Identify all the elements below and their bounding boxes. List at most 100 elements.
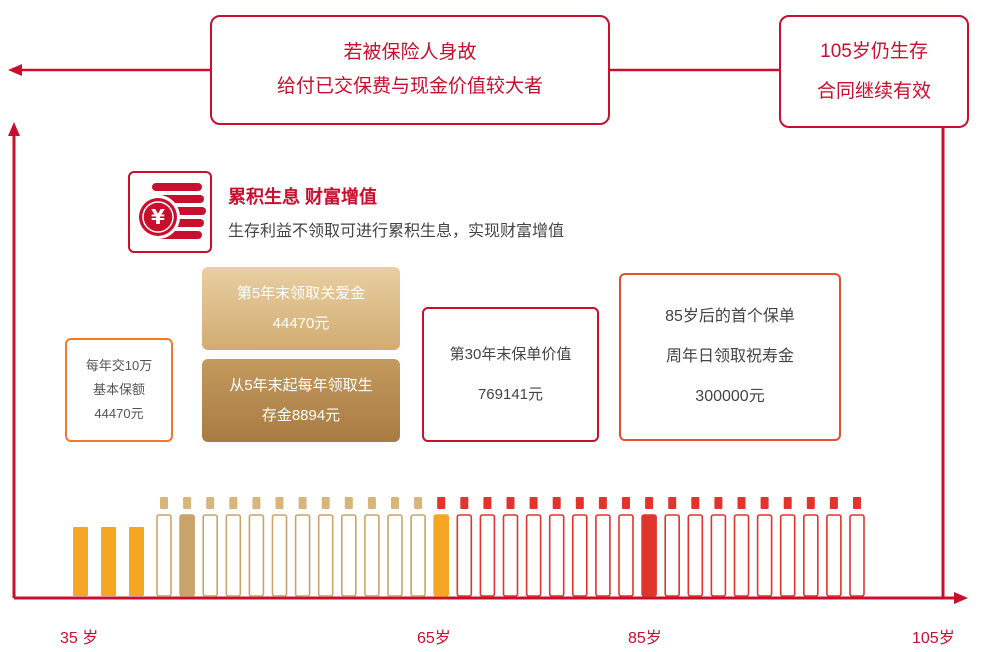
age-65-label: 65岁 xyxy=(417,630,451,647)
year-bar-15 xyxy=(479,514,496,597)
coin-top-icon xyxy=(229,497,238,509)
policy-value-line2: 769141元 xyxy=(477,385,544,403)
coin-top-icon xyxy=(575,497,584,509)
year-bar-1 xyxy=(156,514,172,597)
survival-fund-box: 从5年末起每年领取生 存金8894元 xyxy=(202,359,400,442)
policy-value-line1: 第30年末保单价值 xyxy=(449,345,572,363)
year-bar-8 xyxy=(317,514,334,597)
coin-top-icon xyxy=(829,497,838,509)
death-benefit-line2: 给付已交保费与现金价值较大者 xyxy=(276,76,543,97)
premium-box: 每年交10万 基本保额 44470元 xyxy=(65,338,173,442)
coin-top-icon xyxy=(714,497,723,509)
longevity-box: 85岁后的首个保单 周年日领取祝寿金 300000元 xyxy=(619,273,841,441)
longevity-line3: 300000元 xyxy=(695,388,765,405)
death-benefit-line1: 若被保险人身故 xyxy=(343,42,477,63)
premium-line1: 每年交10万 xyxy=(85,358,153,373)
age-105-label: 105岁 xyxy=(912,630,955,647)
coin-top-icon xyxy=(298,497,307,509)
coin-top-icon xyxy=(806,497,815,509)
coin-top-icon xyxy=(622,497,630,509)
longevity-line2: 周年日领取祝寿金 xyxy=(665,348,794,365)
survival-line2: 合同继续有效 xyxy=(816,80,931,102)
coin-top-icon xyxy=(414,497,423,509)
year-bar-28 xyxy=(779,514,796,597)
coin-top-icon xyxy=(853,497,861,509)
year-bar-25 xyxy=(710,514,727,597)
death-benefit-box: 若被保险人身故 给付已交保费与现金价值较大者 xyxy=(210,15,610,125)
year-bar-18 xyxy=(548,514,565,597)
year-bar-4 xyxy=(225,514,242,597)
coin-top-icon xyxy=(506,497,515,509)
premium-bar-3 xyxy=(129,527,144,596)
care-fund-line1: 第5年末领取关爱金 xyxy=(236,284,366,302)
coin-top-icon xyxy=(645,497,654,509)
coin-top-icon xyxy=(668,497,677,509)
coin-top-icon xyxy=(321,497,330,509)
year-bar-2 xyxy=(179,514,195,597)
coin-top-icon xyxy=(252,497,261,509)
year-bar-13 xyxy=(433,514,450,597)
year-bar-7 xyxy=(294,514,311,597)
year-bar-16 xyxy=(502,514,519,597)
year-bar-31 xyxy=(849,514,865,597)
coin-top-icon xyxy=(460,497,469,509)
year-bar-27 xyxy=(756,514,773,597)
coin-top-icon xyxy=(275,497,284,509)
coin-top-icon xyxy=(691,497,700,509)
year-bar-22 xyxy=(641,514,657,597)
year-bar-5 xyxy=(248,514,265,597)
year-bar-10 xyxy=(364,514,380,597)
premium-bar-2 xyxy=(101,527,116,596)
year-bar-20 xyxy=(595,514,611,597)
year-bar-29 xyxy=(802,514,819,597)
care-fund-line2: 44470元 xyxy=(272,314,330,332)
coin-top-icon xyxy=(552,497,561,509)
premium-bar-1 xyxy=(73,527,88,596)
policy-value-box: 第30年末保单价值 769141元 xyxy=(422,307,599,442)
survival-fund-line2: 存金8894元 xyxy=(261,406,341,424)
care-fund-box: 第5年末领取关爱金 44470元 xyxy=(202,267,400,350)
coin-top-icon xyxy=(391,497,399,509)
feature-subtitle: 生存利益不领取可进行累积生息，实现财富增值 xyxy=(228,223,565,240)
year-bar-23 xyxy=(664,514,681,597)
feature-title: 累积生息 财富增值 xyxy=(228,187,378,207)
survival-line1: 105岁仍生存 xyxy=(820,40,928,62)
coin-top-icon xyxy=(160,497,168,509)
year-bar-21 xyxy=(618,514,634,597)
year-bar-26 xyxy=(733,514,750,597)
year-bar-24 xyxy=(687,514,704,597)
y-axis-arrow xyxy=(8,122,20,136)
year-bar-11 xyxy=(387,514,403,597)
svg-text:¥: ¥ xyxy=(151,205,165,229)
premium-line2: 基本保额 xyxy=(92,382,145,397)
coin-top-icon xyxy=(760,497,769,509)
coin-top-icon xyxy=(783,497,792,509)
year-bar-9 xyxy=(340,514,357,597)
age-35-label: 35 岁 xyxy=(60,630,99,647)
coin-stack-yen-icon: ¥ xyxy=(128,171,212,253)
coin-top-icon xyxy=(598,497,607,509)
coin-top-icon xyxy=(183,497,192,509)
x-axis-arrow xyxy=(954,592,968,604)
death-benefit-arrow xyxy=(8,64,22,76)
year-bar-14 xyxy=(456,514,473,597)
year-bar-19 xyxy=(571,514,588,597)
year-bar-17 xyxy=(525,514,542,597)
year-bar-3 xyxy=(202,514,218,597)
coin-top-icon xyxy=(737,497,746,509)
survival-fund-line1: 从5年末起每年领取生 xyxy=(229,376,373,394)
coin-top-icon xyxy=(529,497,538,509)
year-bar-12 xyxy=(410,514,426,597)
year-bar-6 xyxy=(271,514,288,597)
coin-top-icon xyxy=(367,497,376,509)
coin-top-icon xyxy=(437,497,446,509)
survival-box: 105岁仍生存 合同继续有效 xyxy=(779,15,969,128)
coin-top-icon xyxy=(483,497,492,509)
coin-top-icon xyxy=(344,497,353,509)
longevity-line1: 85岁后的首个保单 xyxy=(665,308,795,325)
premium-line3: 44470元 xyxy=(94,406,144,421)
age-85-label: 85岁 xyxy=(628,630,662,647)
coin-top-icon xyxy=(206,497,215,509)
year-bar-30 xyxy=(826,514,842,597)
